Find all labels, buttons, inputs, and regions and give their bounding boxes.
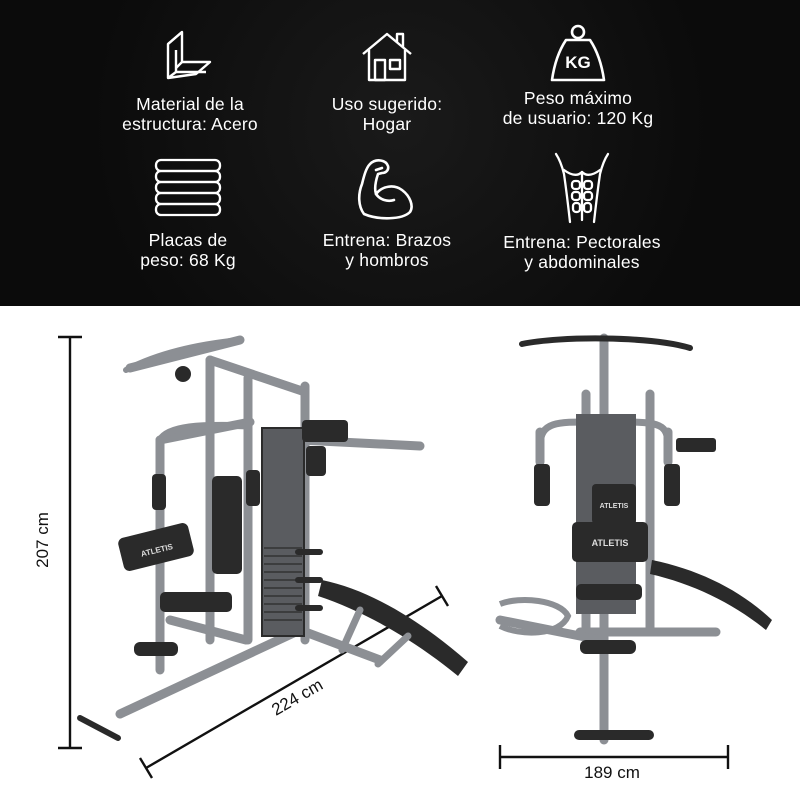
feature-usage: Uso sugerido: Hogar <box>272 28 502 134</box>
product-photo: 207 cm 224 cm 189 cm <box>0 306 800 800</box>
feature-max-weight-label: Peso máximo de usuario: 120 Kg <box>502 88 654 128</box>
features-banner: Material de la estructura: Acero Uso sug… <box>0 0 800 306</box>
height-dimension-line <box>58 335 82 750</box>
feature-chest-label: Entrena: Pectorales y abdominales <box>503 232 661 272</box>
feature-plates: Placas de peso: 68 Kg <box>73 156 303 270</box>
torso-abs-icon <box>554 152 610 224</box>
feature-plates-label: Placas de peso: 68 Kg <box>140 230 236 270</box>
feature-arms-label: Entrena: Brazos y hombros <box>322 230 452 270</box>
brand-logo-seat: ATLETIS <box>592 538 629 548</box>
brand-logo-back-pad: ATLETIS <box>600 503 629 510</box>
kg-icon-text: KG <box>565 53 591 72</box>
height-dimension: 207 cm <box>33 512 52 568</box>
feature-material: Material de la estructura: Acero <box>75 28 305 134</box>
feature-arms: Entrena: Brazos y hombros <box>272 156 502 270</box>
feature-chest: Entrena: Pectorales y abdominales <box>467 150 697 272</box>
length-dimension: 224 cm <box>268 675 326 719</box>
home-gym-front-view: ATLETIS ATLETIS <box>495 333 772 745</box>
width-dimension: 189 cm <box>584 763 640 782</box>
feature-max-weight: KG Peso máximo de usuario: 120 Kg <box>463 22 693 128</box>
house-icon <box>362 32 412 82</box>
weight-plates-icon <box>154 158 222 217</box>
home-gym-side-view: ATLETIS <box>77 335 468 741</box>
feature-material-label: Material de la estructura: Acero <box>122 94 258 134</box>
flexed-arm-icon <box>357 159 413 220</box>
steel-profile-icon <box>166 30 212 80</box>
width-dimension-line <box>498 745 730 769</box>
feature-usage-label: Uso sugerido: Hogar <box>331 94 443 134</box>
kg-weight-icon: KG <box>550 24 606 82</box>
